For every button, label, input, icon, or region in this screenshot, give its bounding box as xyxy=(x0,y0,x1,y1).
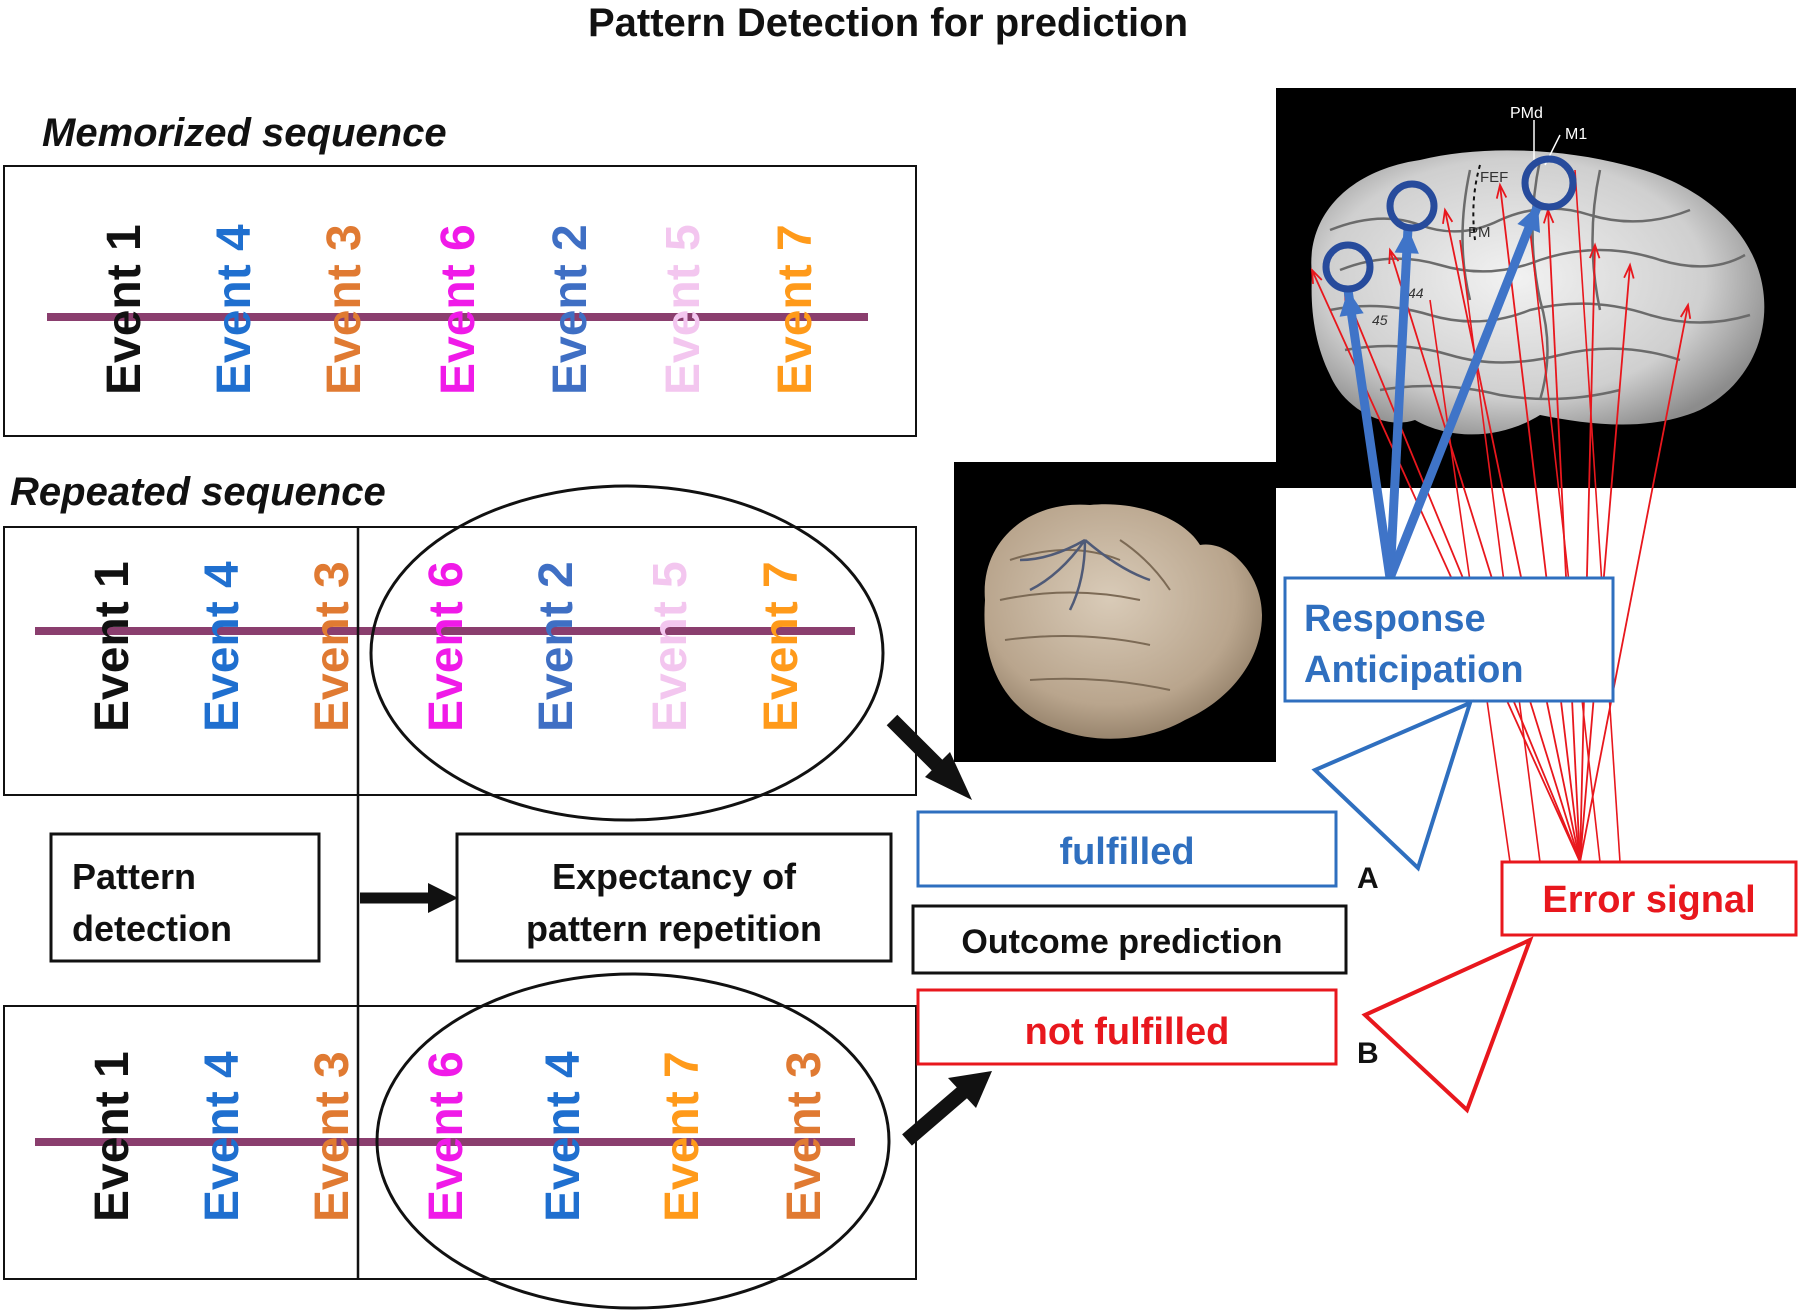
arrow-to-expectancy xyxy=(360,883,458,913)
pattern-detection-line-2: detection xyxy=(72,908,232,949)
cerebellum-photo xyxy=(954,462,1276,762)
event-label: Event 4 xyxy=(208,224,261,395)
not-fulfilled-box xyxy=(916,988,1338,1066)
error-arrow-head xyxy=(1495,182,1508,199)
page-title: Pattern Detection for prediction xyxy=(588,1,1188,45)
red-pointer-triangle xyxy=(1361,936,1534,1114)
event-label: Event 7 xyxy=(656,1051,709,1222)
expectancy-line-2: pattern repetition xyxy=(526,908,822,949)
error-arrow-line xyxy=(1529,229,1601,863)
label-b: B xyxy=(1357,1037,1379,1070)
arrow-to-not-fulfilled xyxy=(902,1071,992,1146)
error-arrow-head xyxy=(1310,267,1323,285)
error-arrow-line xyxy=(1444,209,1581,863)
repeated-a-event-list: Event 1 Event 4 Event 3 Event 6 Event 2 Event… xyxy=(86,561,808,732)
repeated-b-event-list: Event 1 Event 4 Event 3 Event 6 Event 4 Event… xyxy=(86,1051,831,1222)
target-circle-m1 xyxy=(1521,155,1577,211)
target-circle-pm xyxy=(1386,180,1438,232)
expectancy-box xyxy=(455,832,893,963)
response-anticipation-line-1: Response xyxy=(1304,598,1486,640)
error-arrow-line xyxy=(1499,184,1581,863)
fulfilled-box xyxy=(916,810,1338,888)
pattern-detection-box xyxy=(49,832,321,963)
event-label: Event 1 xyxy=(98,224,151,395)
event-label: Event 7 xyxy=(755,561,808,732)
response-anticipation-arrows xyxy=(1339,203,1543,580)
error-arrow-line xyxy=(1574,169,1621,863)
error-arrow-head xyxy=(1623,262,1635,279)
error-arrow-head xyxy=(1388,247,1400,265)
outcome-prediction-label: Outcome prediction xyxy=(961,923,1282,961)
event-label: Event 6 xyxy=(420,561,473,732)
pattern-ellipse-b xyxy=(375,972,891,1310)
error-signal-box xyxy=(1500,860,1798,937)
error-arrow-head xyxy=(1442,207,1454,224)
not-fulfilled-label: not fulfilled xyxy=(1025,1011,1230,1053)
memorized-event-list: Event 1 Event 4 Event 3 Event 6 Event 2 Event… xyxy=(98,224,822,395)
error-arrow-line xyxy=(1459,239,1541,863)
response-anticipation-box xyxy=(1283,576,1615,703)
event-label: Event 1 xyxy=(86,561,139,732)
anticipation-arrow-head xyxy=(1517,205,1541,233)
event-label: Event 6 xyxy=(432,224,485,395)
error-arrow-line xyxy=(1579,244,1596,863)
repeated-sequence-label: Repeated sequence xyxy=(10,470,386,514)
event-label: Event 2 xyxy=(530,561,583,732)
brain-label-44: 44 xyxy=(1408,285,1424,301)
brain-label-fef: FEF xyxy=(1480,169,1508,186)
memorized-sequence-panel xyxy=(3,165,917,437)
event-label: Event 2 xyxy=(544,224,597,395)
anticipation-arrow-line xyxy=(1385,203,1543,580)
blue-pointer-triangle xyxy=(1311,699,1474,872)
event-label: Event 3 xyxy=(318,224,371,395)
response-anticipation-line-2: Anticipation xyxy=(1304,649,1524,691)
label-a: A xyxy=(1357,862,1379,895)
anticipation-arrow-line xyxy=(1343,289,1395,579)
expectancy-line-1: Expectancy of xyxy=(552,856,797,897)
event-label: Event 5 xyxy=(657,224,710,395)
brain-label-pm: PM xyxy=(1468,224,1491,241)
pattern-ellipse-a xyxy=(369,484,885,822)
event-label: Event 5 xyxy=(644,561,697,732)
event-label: Event 4 xyxy=(196,561,249,732)
memorized-sequence-label: Memorized sequence xyxy=(42,111,447,155)
brain-label-m1: M1 xyxy=(1565,126,1587,143)
target-circle-prefrontal xyxy=(1322,241,1374,293)
anticipation-arrow-head xyxy=(1394,228,1419,254)
error-arrow-head xyxy=(1589,242,1601,259)
repeated-sequence-panel-b xyxy=(3,1005,917,1280)
brain-label-pmd: PMd xyxy=(1510,105,1543,122)
error-signal-label: Error signal xyxy=(1542,879,1755,921)
pattern-detection-line-1: Pattern xyxy=(72,856,196,897)
fulfilled-label: fulfilled xyxy=(1059,831,1194,873)
event-label: Event 7 xyxy=(769,224,822,395)
event-label: Event 6 xyxy=(420,1051,473,1222)
anticipation-arrow-line xyxy=(1385,227,1413,579)
error-arrow-line xyxy=(1579,304,1689,863)
arrow-to-fulfilled xyxy=(886,714,972,800)
outcome-prediction-box xyxy=(911,904,1348,975)
error-arrow-head xyxy=(1680,302,1692,319)
event-label: Event 4 xyxy=(196,1051,249,1222)
event-label: Event 3 xyxy=(306,1051,359,1222)
event-label: Event 3 xyxy=(306,561,359,732)
error-arrow-line xyxy=(1389,249,1581,863)
event-label: Event 4 xyxy=(537,1051,590,1222)
event-label: Event 1 xyxy=(86,1051,139,1222)
brain-label-45: 45 xyxy=(1372,312,1388,328)
anticipation-arrow-head xyxy=(1339,290,1364,317)
event-label: Event 3 xyxy=(778,1051,831,1222)
